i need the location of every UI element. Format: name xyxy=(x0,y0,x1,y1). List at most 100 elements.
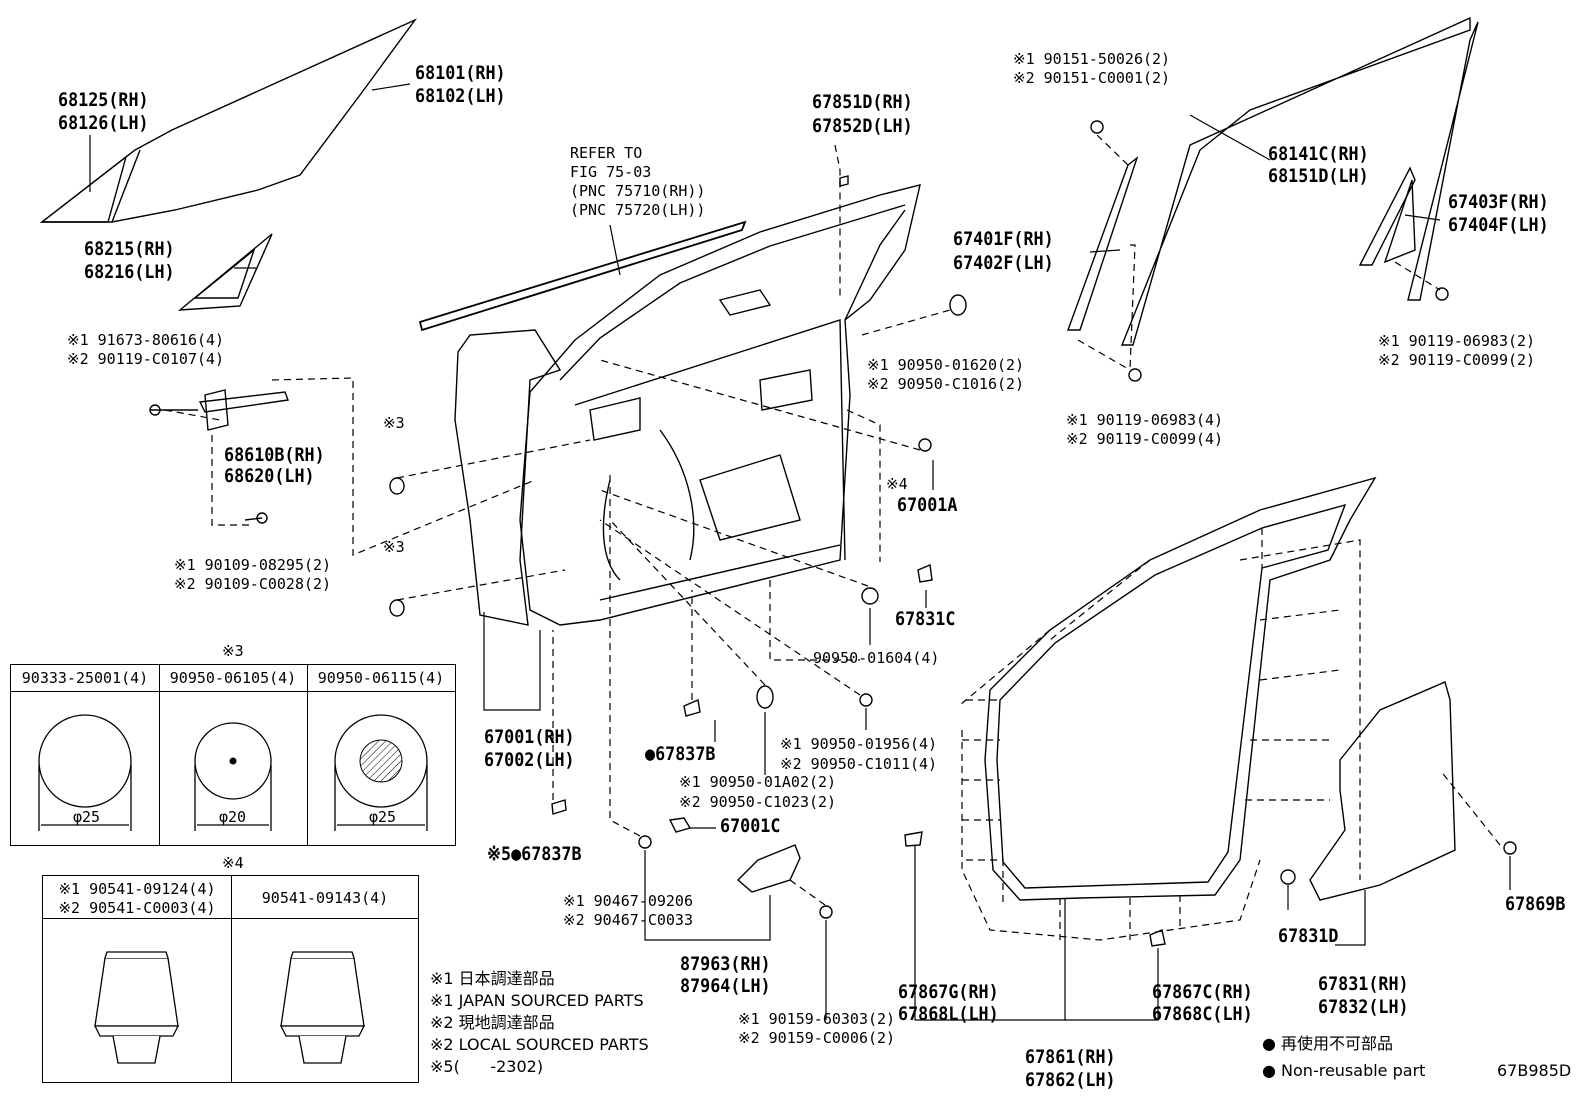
refer-note: FIG 75-03 xyxy=(570,163,652,181)
refer-note: REFER TO xyxy=(570,144,643,162)
part-label: 67867G(RH) xyxy=(898,981,999,1003)
door-frame xyxy=(519,184,921,626)
belt-molding xyxy=(418,220,747,332)
note-line: ※1 日本調達部品 xyxy=(430,969,555,988)
table3-col2: 90950-06105(4) xyxy=(169,669,297,687)
legend-en: ● Non-reusable part xyxy=(1262,1061,1426,1080)
table4: ※1 90541-09124(4) ※2 90541-C0003(4) 9054… xyxy=(42,875,419,1083)
refer-note: (PNC 75710(RH)) xyxy=(570,182,706,200)
part-label: ※5●67837B xyxy=(487,843,582,865)
part-label: ※2 90159-C0006(2) xyxy=(738,1029,896,1047)
part-label: 68141C(RH) xyxy=(1268,143,1369,165)
figure-id: 67B985D xyxy=(1497,1061,1572,1080)
part-label: 67869B xyxy=(1505,893,1566,915)
part-label: 68610B(RH) xyxy=(224,444,325,466)
table4-art xyxy=(93,951,366,1064)
part-label: 67401F(RH) xyxy=(953,228,1054,250)
part-label: ※1 90950-01A02(2) xyxy=(679,773,837,791)
part-label: ※2 90119-C0107(4) xyxy=(67,350,225,368)
table3-title: ※3 xyxy=(222,642,244,660)
part-label: ※2 90119-C0099(4) xyxy=(1066,430,1224,448)
part-label: 67862(LH) xyxy=(1025,1069,1116,1091)
table3-col1: 90333-25001(4) xyxy=(21,669,149,687)
part-label: 67403F(RH) xyxy=(1448,191,1549,213)
part-label: ※1 90950-01620(2) xyxy=(867,356,1025,374)
part-label: 68126(LH) xyxy=(58,112,149,134)
part-label: 68620(LH) xyxy=(224,465,315,487)
note-line: ※2 現地調達部品 xyxy=(430,1013,555,1032)
door-lock-actuator xyxy=(736,844,801,893)
part-label: ※2 90950-C1023(2) xyxy=(679,793,837,811)
part-label: ※4 xyxy=(886,475,908,493)
part-label: ※2 90950-C1016(2) xyxy=(867,375,1025,393)
legend-jp: ● 再使用不可部品 xyxy=(1262,1034,1394,1053)
part-label: 67001C xyxy=(720,815,781,837)
part-label: 67852D(LH) xyxy=(812,115,913,137)
table4-col1a: ※1 90541-09124(4) xyxy=(58,880,216,898)
door-weatherstrip xyxy=(984,476,1377,901)
note-line: ※2 LOCAL SOURCED PARTS xyxy=(430,1035,649,1054)
part-label: 67832(LH) xyxy=(1318,996,1409,1018)
part-label: 68101(RH) xyxy=(415,62,506,84)
quarter-glass xyxy=(39,155,128,223)
part-label: ※1 90159-60303(2) xyxy=(738,1010,896,1028)
part-label: 67868L(LH) xyxy=(898,1003,999,1025)
part-label: 67867C(RH) xyxy=(1152,981,1253,1003)
part-label: 68215(RH) xyxy=(84,238,175,260)
part-label: ※2 90467-C0033 xyxy=(563,911,693,929)
part-label: ※2 90151-C0001(2) xyxy=(1013,69,1171,87)
part-label: 87963(RH) xyxy=(680,953,771,975)
part-label: ※2 90950-C1011(4) xyxy=(780,755,938,773)
part-label: ※1 90119-06983(2) xyxy=(1378,332,1536,350)
part-label: 67001(RH) xyxy=(484,726,575,748)
dim-label: φ20 xyxy=(218,808,247,826)
part-label: ※2 90109-C0028(2) xyxy=(174,575,332,593)
part-label: 68216(LH) xyxy=(84,261,175,283)
part-label: 67831(RH) xyxy=(1318,973,1409,995)
part-label: ※1 90109-08295(2) xyxy=(174,556,332,574)
table3-col3: 90950-06115(4) xyxy=(317,669,445,687)
part-label: ※1 90119-06983(4) xyxy=(1066,411,1224,429)
part-label: 67001A xyxy=(897,494,958,516)
part-label: ※1 90151-50026(2) xyxy=(1013,50,1171,68)
door-glass xyxy=(39,18,418,223)
part-label: ※3 xyxy=(383,414,405,432)
corner-piece xyxy=(177,233,273,311)
part-label: 68102(LH) xyxy=(415,85,506,107)
part-label: 90950-01604(4) xyxy=(813,649,940,667)
dim-label: φ25 xyxy=(368,808,397,826)
table4-title: ※4 xyxy=(222,854,244,872)
note-line: ※5( -2302) xyxy=(430,1057,544,1076)
part-label: 67002(LH) xyxy=(484,749,575,771)
dim-label: φ25 xyxy=(72,808,101,826)
part-label: 67868C(LH) xyxy=(1152,1003,1253,1025)
part-label: ●67837B xyxy=(645,743,716,765)
part-label: ※1 91673-80616(4) xyxy=(67,331,225,349)
table3-art xyxy=(38,714,428,831)
table4-col1b: ※2 90541-C0003(4) xyxy=(58,899,216,917)
run-channel xyxy=(1067,156,1139,331)
table4-col2: 90541-09143(4) xyxy=(261,889,389,907)
part-label: 68151D(LH) xyxy=(1268,165,1369,187)
part-label: 67831D xyxy=(1278,925,1339,947)
door-glass-inner xyxy=(111,149,141,223)
table3: 90333-25001(4) 90950-06105(4) 90950-0611… xyxy=(10,664,456,846)
door-check xyxy=(198,389,289,431)
part-label: 67831C xyxy=(895,608,956,630)
part-label: ※2 90119-C0099(2) xyxy=(1378,351,1536,369)
part-label: ※3 xyxy=(383,538,405,556)
part-label: 67851D(RH) xyxy=(812,91,913,113)
refer-note: (PNC 75720(LH)) xyxy=(570,201,706,219)
part-label: ※1 90467-09206 xyxy=(563,892,693,910)
part-label: ※1 90950-01956(4) xyxy=(780,735,938,753)
part-label: 67861(RH) xyxy=(1025,1046,1116,1068)
note-line: ※1 JAPAN SOURCED PARTS xyxy=(430,991,644,1010)
part-label: 67404F(LH) xyxy=(1448,214,1549,236)
part-label: 68125(RH) xyxy=(58,89,149,111)
part-label: 67402F(LH) xyxy=(953,252,1054,274)
door-outer-panel xyxy=(454,329,562,626)
part-label: 87964(LH) xyxy=(680,975,771,997)
service-hole-cover xyxy=(1309,681,1456,901)
